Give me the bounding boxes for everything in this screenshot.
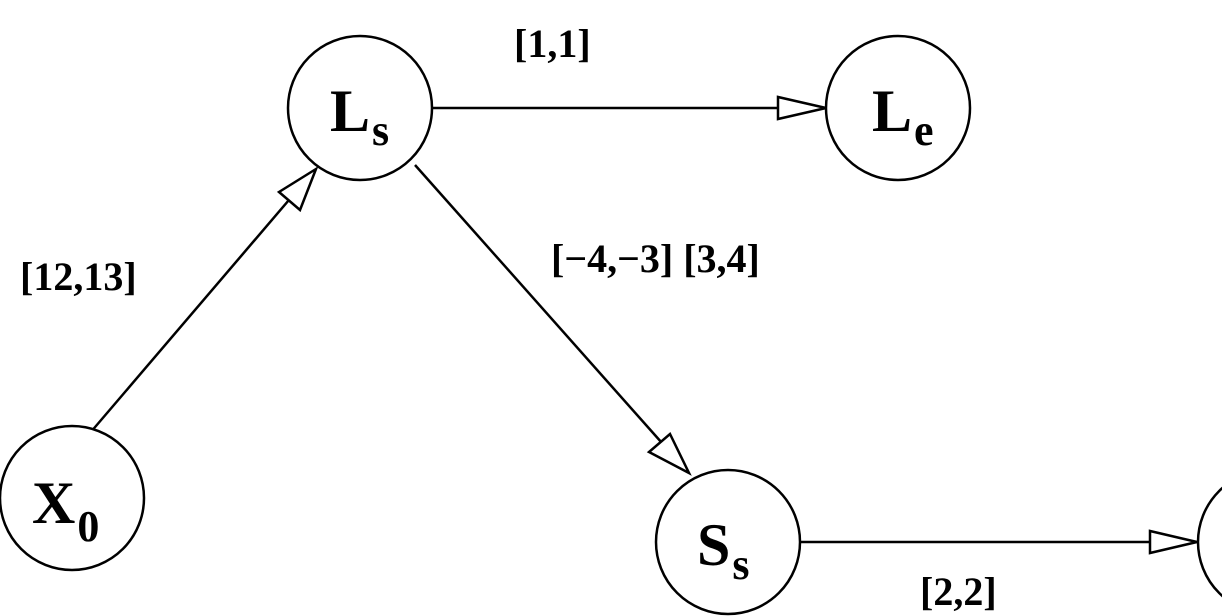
edge-x0-to-ls-line (89, 179, 307, 434)
node-x0: X0 (0, 424, 146, 572)
edge-ls-to-ss-arrowhead (646, 431, 692, 476)
node-le-label: Le (872, 78, 934, 155)
node-ss-label: Ss (697, 512, 750, 589)
edge-x0-to-ls (89, 165, 319, 434)
node-ss-main: S (697, 512, 730, 578)
node-ls-label: Ls (330, 78, 389, 155)
edge-x0-to-ls-label: [12,13] (20, 254, 137, 299)
node-ls-circle (286, 34, 434, 182)
node-ls: Ls (286, 34, 434, 182)
edge-ls-to-ss-label: [−4,−3] [3,4] (551, 236, 760, 281)
node-offscreen-right (1196, 486, 1222, 598)
edge-ls-to-ss-line (414, 164, 663, 444)
node-le-sub: e (914, 106, 934, 155)
edge-ls-to-le-label: [1,1] (514, 21, 591, 66)
edge-ls-to-ss (414, 164, 692, 476)
node-x0-sub: 0 (77, 502, 99, 551)
node-ss: Ss (654, 468, 802, 616)
node-x0-label: X0 (32, 470, 99, 551)
edge-ls-to-le-arrowhead (776, 95, 827, 121)
edge-ss-to-next-arrowhead (1148, 529, 1198, 555)
node-le-main: L (872, 78, 912, 144)
node-ls-main: L (330, 78, 370, 144)
node-x0-circle (0, 424, 146, 572)
node-le: Le (824, 34, 972, 182)
node-offscreen-right-circle (1196, 486, 1222, 598)
node-ls-sub: s (372, 106, 389, 155)
edge-x0-to-ls-arrowhead (276, 165, 319, 213)
node-le-circle (824, 34, 972, 182)
edge-ss-to-next-label: [2,2] (920, 569, 997, 614)
edge-ss-to-next (800, 529, 1198, 555)
node-ss-circle (654, 468, 802, 616)
node-ss-sub: s (732, 540, 749, 589)
node-x0-main: X (32, 470, 75, 536)
edge-ls-to-le (432, 95, 827, 121)
